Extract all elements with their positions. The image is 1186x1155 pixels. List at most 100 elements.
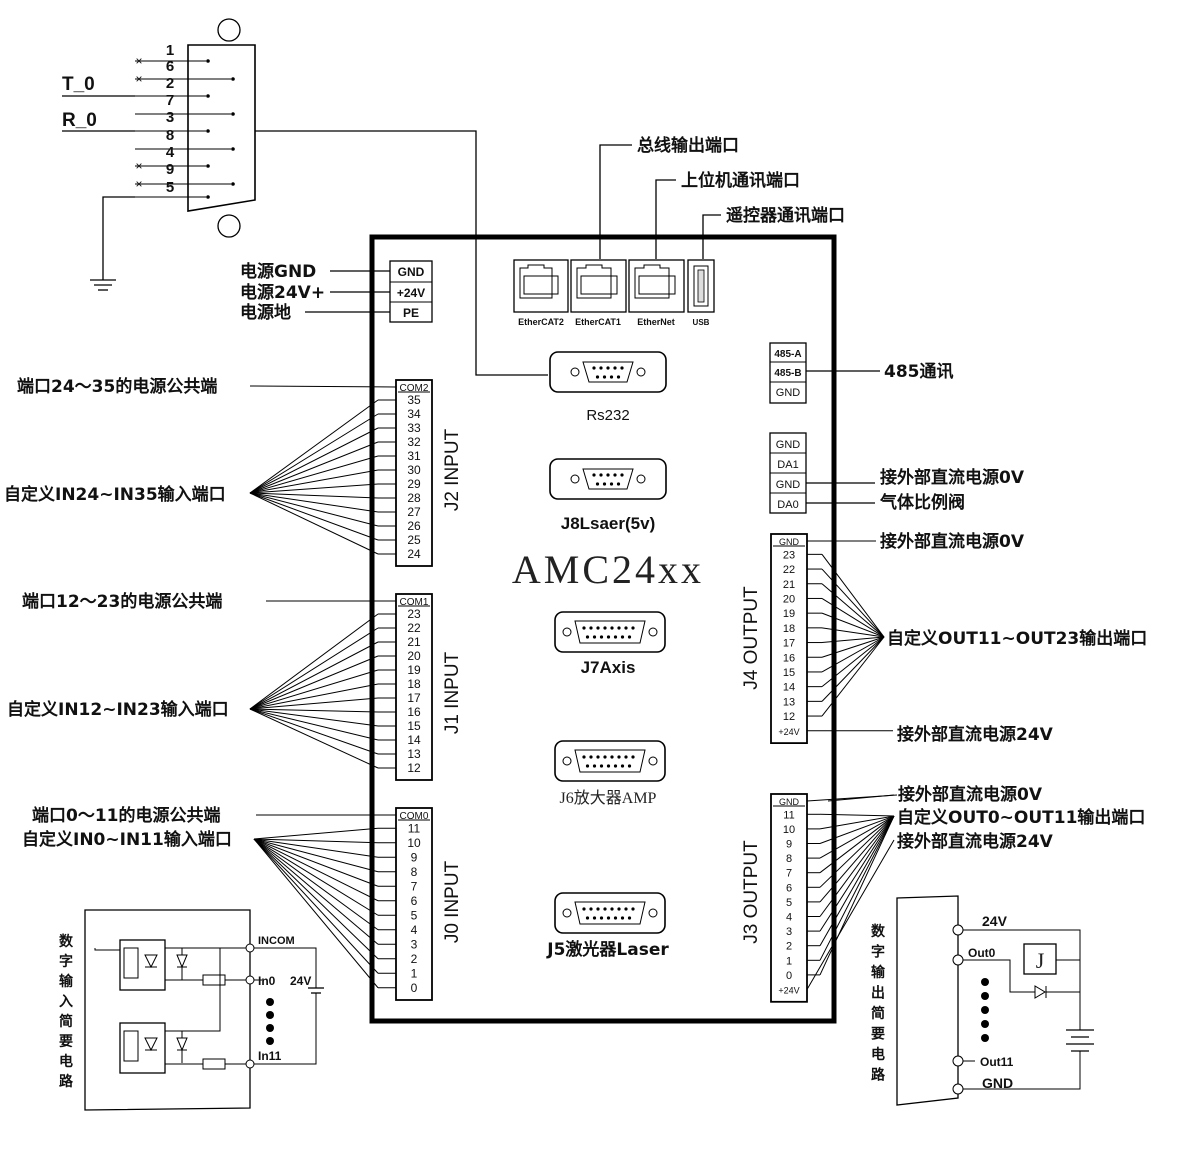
- j2-terminal: 24: [407, 547, 421, 561]
- db9-pin-dot: [231, 182, 235, 186]
- j6-amp-connector[interactable]: J6放大器AMP: [554, 740, 666, 807]
- connector-pin: [620, 473, 624, 477]
- da-gnd2-terminal: GND: [776, 479, 801, 491]
- wire: [821, 636, 885, 673]
- rs232-connector[interactable]: Rs232: [549, 351, 667, 424]
- j3-terminal: 10: [783, 824, 795, 836]
- rs232-label: Rs232: [586, 407, 629, 424]
- j4-terminal: 20: [783, 593, 795, 605]
- vertical-title-char: 要: [59, 1034, 73, 1050]
- power-terminal: GND +24V PE 电源GND 电源24V+ 电源地: [240, 260, 433, 323]
- connector-pin: [599, 473, 603, 477]
- wire: [821, 554, 885, 638]
- vertical-title-char: 电: [871, 1046, 885, 1063]
- connector-pin: [616, 375, 621, 379]
- j4-terminal: 16: [783, 652, 795, 664]
- connector-pin: [610, 755, 614, 759]
- wire: [249, 669, 379, 710]
- db9-pin-label: 6: [166, 58, 174, 75]
- j1-terminal: 20: [407, 649, 421, 663]
- j7-axis-connector[interactable]: J7Axis: [554, 611, 666, 677]
- connector-pin: [627, 916, 632, 920]
- power-24v-label: 电源24V+: [240, 282, 325, 303]
- connector-pin: [606, 473, 610, 477]
- wire: [819, 815, 895, 976]
- wire: [253, 838, 379, 916]
- wire: [249, 641, 379, 710]
- j0-terminal: 7: [411, 879, 418, 893]
- j3-terminal: 1: [786, 955, 792, 967]
- j0-input-label: 自定义IN0~IN11输入端口: [22, 829, 232, 850]
- connector-pin: [627, 635, 632, 639]
- j0-terminal: COM0: [400, 811, 429, 822]
- connector-pin: [585, 916, 590, 920]
- db9-pin-dot: [231, 147, 235, 151]
- ethercat1-label: EtherCAT1: [575, 317, 621, 327]
- j1-terminal: 21: [407, 635, 421, 649]
- wire: [249, 708, 379, 713]
- vertical-title-char: 字: [871, 944, 885, 961]
- wire: [253, 838, 379, 887]
- j5-laser-connector[interactable]: J5激光器Laser: [546, 892, 669, 960]
- j1-terminal: COM1: [400, 597, 429, 608]
- j2-terminal: 30: [407, 463, 421, 477]
- rs485-a-terminal: 485-A: [774, 349, 801, 360]
- ethernet-port[interactable]: [628, 259, 685, 313]
- connector-pin: [582, 755, 586, 759]
- wire: [253, 838, 379, 902]
- ethercat1-port[interactable]: [570, 259, 627, 313]
- connector-pin: [592, 635, 597, 639]
- j0-terminal: 11: [408, 821, 421, 835]
- wire: [249, 492, 379, 499]
- ethercat2-port[interactable]: [513, 259, 569, 313]
- vertical-title-char: 数: [871, 923, 886, 940]
- connector-pin: [624, 755, 628, 759]
- db9-pin-dot: [231, 112, 235, 116]
- connector-pin: [599, 366, 603, 370]
- vertical-title-char: 要: [871, 1027, 885, 1043]
- connector-pin: [603, 907, 607, 911]
- wire: [249, 613, 379, 710]
- connector-pin: [613, 366, 617, 370]
- connector-pin: [589, 755, 593, 759]
- j3-24v-label: 接外部直流电源24V: [897, 831, 1054, 852]
- connector-pin: [592, 366, 596, 370]
- j1-terminal: 19: [407, 663, 421, 677]
- wire: [249, 708, 379, 727]
- j0-terminal: 9: [411, 850, 418, 864]
- t0-label: T_0: [62, 74, 95, 95]
- j1-terminal: 15: [407, 719, 421, 733]
- j4-terminal: 12: [783, 711, 795, 723]
- db9-nc-mark: ×: [135, 159, 142, 173]
- connector-pin: [585, 635, 590, 639]
- wire: [821, 636, 885, 658]
- j3-terminal: 11: [783, 809, 794, 821]
- wire: [249, 627, 379, 710]
- db9-pin-dot: [206, 129, 210, 133]
- j4-terminal: 21: [783, 579, 795, 591]
- wire: [249, 492, 379, 527]
- db9-pin-label: 3: [166, 109, 174, 126]
- usb-port[interactable]: [687, 259, 715, 313]
- wire: [819, 813, 895, 817]
- db9-pin-dot: [206, 195, 210, 199]
- connector-pin: [582, 626, 586, 630]
- j4-output-label: 自定义OUT11~OUT23输出端口: [887, 628, 1147, 649]
- wire: [249, 697, 379, 710]
- j4-title: J4 OUTPUT: [741, 586, 762, 690]
- wire: [253, 838, 379, 960]
- j0-terminal: 5: [411, 908, 418, 922]
- connector-pin: [613, 764, 618, 768]
- out-gnd-label: GND: [982, 1075, 1013, 1091]
- connector-pin: [602, 375, 607, 379]
- da0-terminal: DA0: [777, 499, 798, 511]
- db9-pin-dot: [206, 59, 210, 63]
- j8-laser-connector[interactable]: J8Lsaer(5v): [549, 458, 667, 533]
- j2-terminal: 32: [407, 435, 421, 449]
- j1-terminal: 12: [407, 761, 421, 775]
- power-24v-terminal: +24V: [397, 286, 425, 300]
- j1-title: J1 INPUT: [442, 651, 463, 734]
- power-pe-terminal: PE: [403, 306, 419, 320]
